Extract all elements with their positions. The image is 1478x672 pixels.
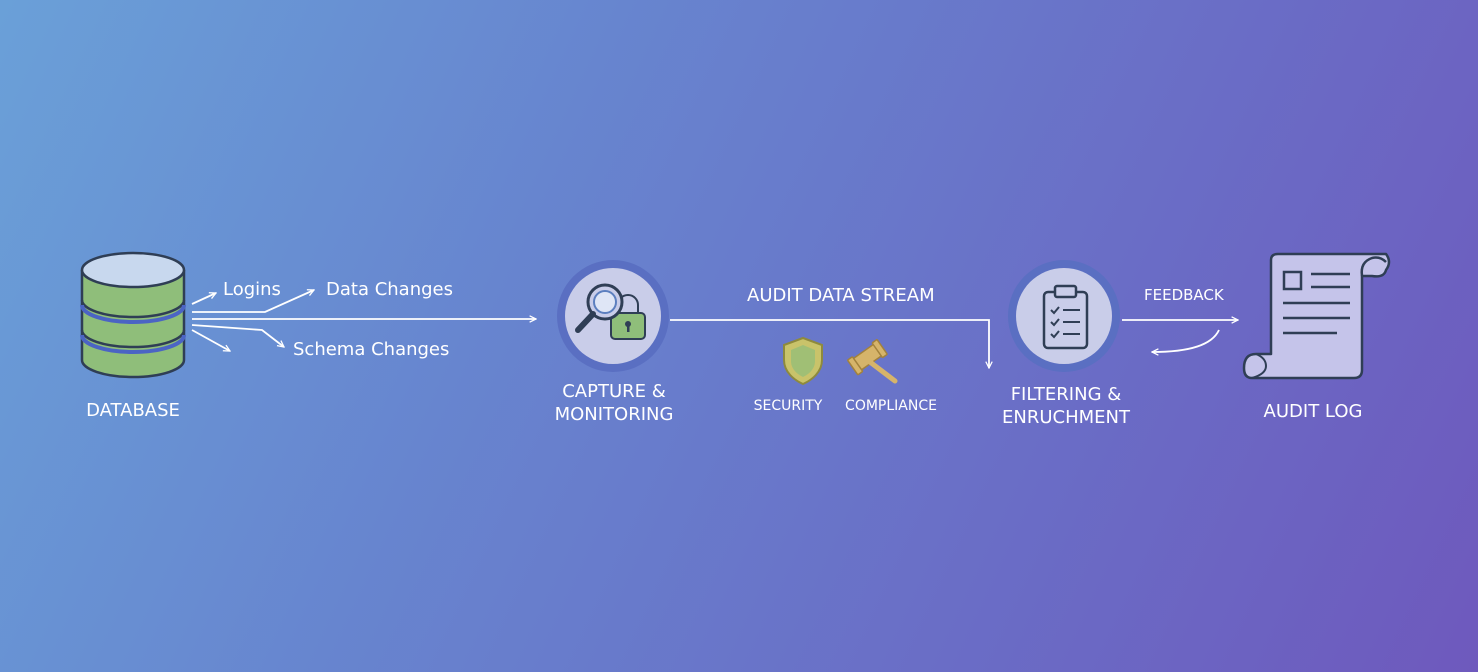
capture-monitoring-label: CAPTURE & MONITORING [555, 380, 674, 426]
audit-log-icon [1242, 252, 1391, 380]
shield-icon [783, 336, 823, 386]
database-icon [80, 251, 186, 379]
filtering-enrichment-label: FILTERING & ENRUCHMENT [1002, 383, 1130, 429]
capture-monitoring-icon [557, 260, 669, 372]
audit-stream-arrow [670, 319, 989, 368]
logins-label: Logins [223, 279, 281, 300]
stream-arrows [191, 290, 536, 352]
schema-changes-label: Schema Changes [293, 339, 450, 360]
feedback-label: FEEDBACK [1144, 286, 1224, 304]
feedback-arrows [1122, 320, 1238, 352]
data-changes-label: Data Changes [326, 279, 453, 300]
database-label: DATABASE [86, 400, 180, 421]
security-label: SECURITY [753, 398, 823, 414]
filtering-label-line1: FILTERING & [1010, 384, 1122, 405]
gavel-icon [847, 339, 898, 384]
filtering-enrichment-icon [1008, 260, 1120, 372]
audit-log-label: AUDIT LOG [1263, 401, 1363, 422]
compliance-label: COMPLIANCE [845, 398, 937, 414]
filtering-label-line2: ENRUCHMENT [1002, 407, 1130, 428]
capture-label-line1: CAPTURE & [562, 381, 666, 402]
audit-data-stream-label: AUDIT DATA STREAM [747, 285, 935, 306]
capture-label-line2: MONITORING [554, 404, 674, 425]
